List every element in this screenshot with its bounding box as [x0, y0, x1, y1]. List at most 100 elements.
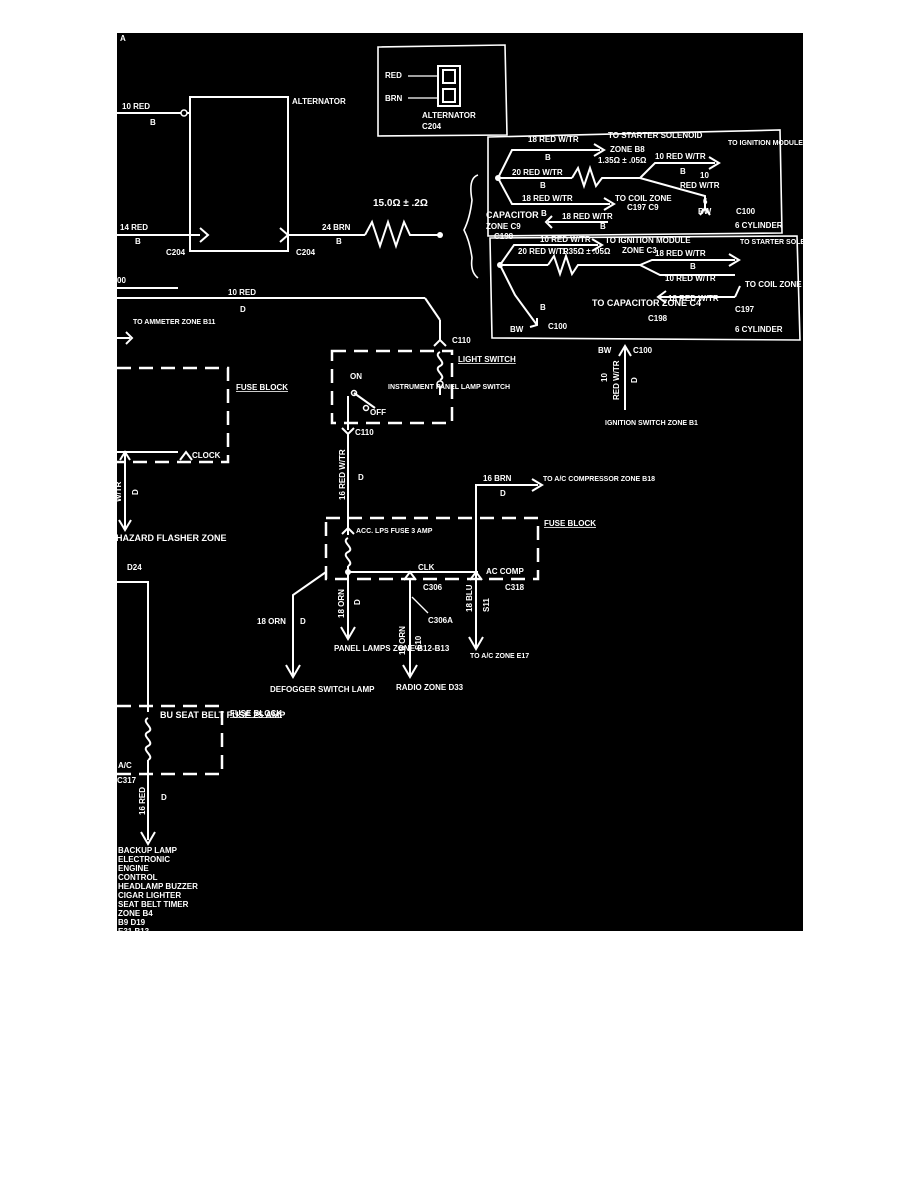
- six-cyl-w5: 18 RED W/TR: [522, 194, 573, 203]
- alt-connector-conn: C204: [422, 122, 442, 131]
- lower-c198: C198: [648, 314, 668, 323]
- six-cyl-bw-num: 6: [703, 197, 708, 206]
- ac-zone-branch: 18 BLU S11 TO A/C ZONE E17: [465, 578, 529, 660]
- six-cyl-w1: 18 RED W/TR: [528, 135, 579, 144]
- six-cyl-to-ign: TO IGNITION MODULE ZONE C8: [728, 140, 835, 147]
- ac-feed-zone: D: [500, 489, 506, 498]
- bottom-list-line: CIGAR LIGHTER: [118, 891, 181, 900]
- main-red-wire: 10 RED: [228, 288, 256, 297]
- main-red-bus: 00 10 RED D TO AMMETER ZONE B11: [117, 276, 441, 345]
- six-cyl-w3: 10 RED W/TR: [655, 152, 706, 161]
- light-sw-wire: 16 RED W/TR: [338, 449, 347, 500]
- bottom-list-line: E31 B13: [118, 927, 150, 936]
- panel-lamps-zone: D: [353, 599, 362, 605]
- seat-fuse-zone: D: [161, 793, 167, 802]
- bottom-list-line: BACKUP LAMP: [118, 846, 178, 855]
- radio-c306a: C306A: [428, 616, 453, 625]
- lower-to-ign: TO IGNITION MODULE: [605, 236, 691, 245]
- six-cyl-res: 1.35Ω ± .05Ω: [598, 156, 647, 165]
- six-cyl-w6: 18 RED W/TR: [562, 212, 613, 221]
- light-sw-title: LIGHT SWITCH: [458, 355, 516, 364]
- schematic-background: [117, 33, 803, 931]
- bottom-list-line: SEAT BELT TIMER: [118, 900, 189, 909]
- alternator-conn-left: C204: [166, 248, 186, 257]
- lower-w1: 10 RED W/TR: [540, 235, 591, 244]
- six-cyl-w4: RED W/TR: [680, 181, 720, 190]
- six-cyl-w3-num: 10: [700, 171, 709, 180]
- ign-c100: C100: [633, 346, 653, 355]
- lower-w3-zone: B: [690, 262, 696, 271]
- lower-w4: 10 RED W/TR: [665, 274, 716, 283]
- sheet-marker: A: [120, 34, 126, 43]
- lower-w3: 18 RED W/TR: [655, 249, 706, 258]
- six-cyl-w2-zone: B: [540, 181, 546, 190]
- acc-c306: C306: [423, 583, 443, 592]
- ign-zone: D: [630, 377, 639, 383]
- acc-fuse-label: ACC. LPS FUSE 3 AMP: [356, 528, 433, 535]
- alternator-group: ALTERNATOR 10 RED B 14 RED B C204 24 BRN…: [117, 96, 443, 257]
- light-sw-on: ON: [350, 372, 362, 381]
- six-cylinder-box: 18 RED W/TR TO STARTER SOLENOID ZONE B8 …: [463, 129, 835, 279]
- bottom-list-line: HEADLAMP BUZZER: [118, 882, 198, 891]
- panel-lamps-branch: 18 ORN D PANEL LAMPS ZONE B12-B13: [334, 572, 450, 653]
- alt-connector-title: ALTERNATOR: [422, 111, 476, 120]
- acc-clk: CLK: [418, 563, 435, 572]
- alternator-box: [189, 96, 289, 252]
- alternator-top-wire-zone: B: [150, 118, 156, 127]
- bottom-list-line: B9 D19: [118, 918, 146, 927]
- radio-zone: S10: [414, 635, 423, 650]
- acc-fuse-block: FUSE BLOCK ACC. LPS FUSE 3 AMP CLK C306 …: [324, 516, 596, 592]
- six-cyl-w6-zone: B: [600, 222, 606, 231]
- ignition-feed: BW C100 10 RED W/TR D IGNITION SWITCH ZO…: [598, 344, 698, 427]
- bottom-list-line: CONTROL: [118, 873, 158, 882]
- six-cyl-cap-zone-b: B: [541, 209, 547, 218]
- light-sw-lamp-sw: INSTRUMENT PANEL LAMP SWITCH: [388, 384, 510, 391]
- ign-label: IGNITION SWITCH ZONE B1: [605, 420, 698, 427]
- alt-connector-plug: [437, 65, 461, 107]
- defogger-label: DEFOGGER SWITCH LAMP: [270, 685, 375, 694]
- left-fuse-clock: CLOCK: [192, 451, 221, 460]
- defogger-zone: D: [300, 617, 306, 626]
- main-red-num: 00: [117, 276, 126, 285]
- panel-lamps-wire: 18 ORN: [337, 589, 346, 618]
- alternator-top-wire: 10 RED: [122, 102, 150, 111]
- light-sw-off: OFF: [370, 408, 386, 417]
- seat-fuse-title: FUSE BLOCK: [230, 709, 282, 718]
- seat-belt-fuse-block: FUSE BLOCK BU SEAT BELT FUSE 25 AMP A/C …: [117, 581, 285, 846]
- alt-connector-pin2: BRN: [385, 94, 403, 103]
- hazard-label: HAZARD FLASHER ZONE: [116, 533, 227, 543]
- alternator-title: ALTERNATOR: [292, 97, 346, 106]
- six-cyl-to-starter: TO STARTER SOLENOID: [608, 131, 703, 140]
- lower-label: 6 CYLINDER: [735, 325, 783, 334]
- left-fuse-wire: W/TR: [114, 481, 123, 502]
- six-cyl-bw: BW: [698, 207, 712, 216]
- lower-w2: 20 RED W/TR: [518, 247, 569, 256]
- alternator-terminal: [180, 109, 188, 117]
- lower-ign-zone: ZONE C3: [622, 246, 657, 255]
- lower-w4-zone: B: [540, 303, 546, 312]
- panel-lamps-label: PANEL LAMPS ZONE B12-B13: [334, 644, 450, 653]
- bottom-circuit-list: BACKUP LAMPELECTRONICENGINECONTROLHEADLA…: [118, 846, 198, 936]
- left-fuse-title: FUSE BLOCK: [236, 383, 288, 392]
- ign-wire: RED W/TR: [612, 360, 621, 400]
- six-cyl-cap-zone: ZONE C9: [486, 222, 521, 231]
- alternator-resistor-value: 15.0Ω ± .2Ω: [373, 198, 428, 209]
- alternator-conn-right: C204: [296, 248, 316, 257]
- lower-to-starter: TO STARTER SOLENOID ZONE B3: [740, 239, 855, 246]
- six-cyl-c100: C100: [736, 207, 756, 216]
- six-cyl-w2: 20 RED W/TR: [512, 168, 563, 177]
- ac-zone-wire: 18 BLU: [465, 584, 474, 612]
- acc-ac-comp: AC COMP: [486, 567, 524, 576]
- seat-fuse-label: BU SEAT BELT FUSE 25 AMP: [160, 710, 285, 720]
- ac-feed: 16 BRN D TO A/C COMPRESSOR ZONE B18: [475, 474, 655, 578]
- lower-to-coil: TO COIL ZONE C4: [745, 280, 815, 289]
- hazard-zone: D24: [127, 563, 142, 572]
- seat-fuse-ac: A/C: [118, 761, 132, 770]
- lower-to-cap: TO CAPACITOR ZONE C4: [592, 298, 701, 308]
- alternator-right-wire: 24 BRN: [322, 223, 351, 232]
- seat-fuse-c317: C317: [117, 776, 137, 785]
- ac-zone-zone: S11: [482, 598, 491, 612]
- radio-branch: C306A 18 ORN S10 RADIO ZONE D33: [396, 578, 464, 692]
- six-cyl-to-coil: TO COIL ZONE: [615, 194, 672, 203]
